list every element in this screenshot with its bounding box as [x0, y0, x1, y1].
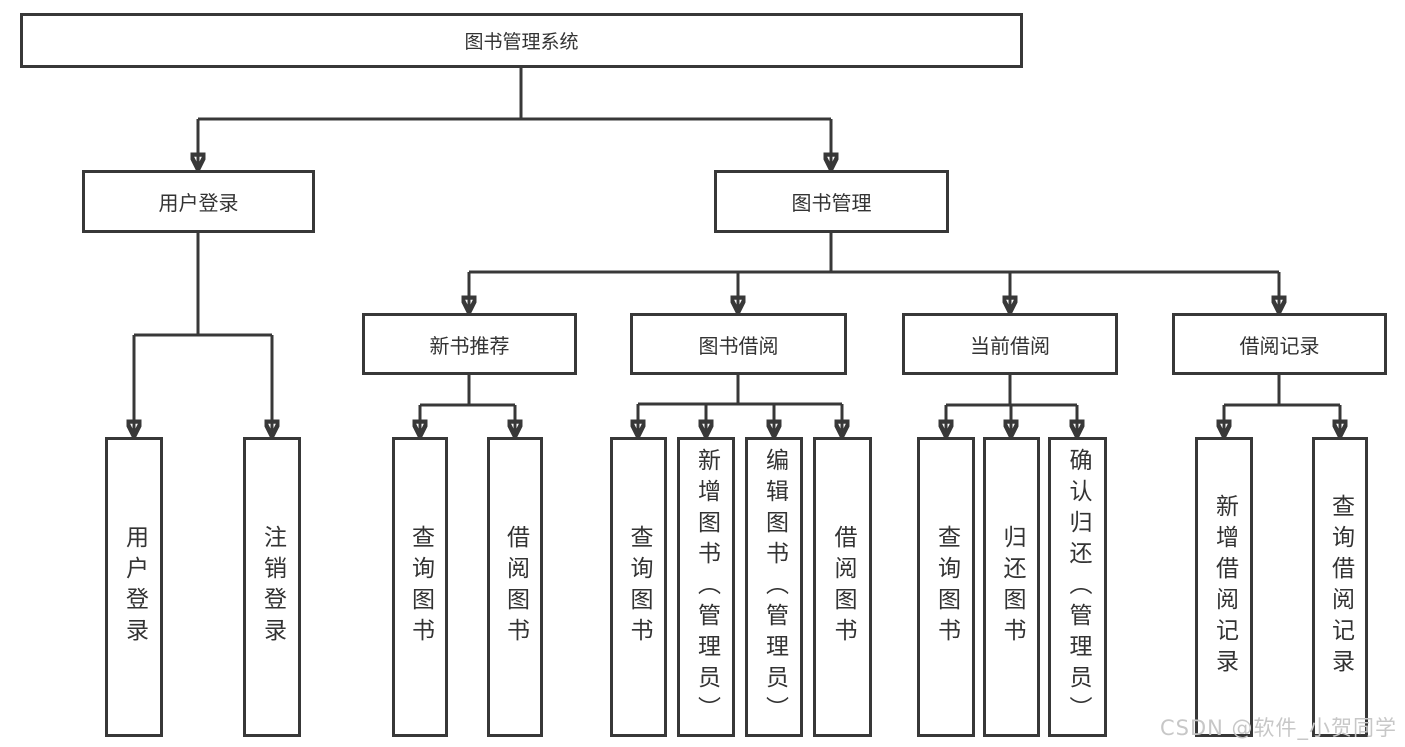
edge-user-login-children	[134, 233, 272, 435]
leaf-logout-label: 注销登录	[259, 525, 286, 649]
leaf-br-add-record: 新增借阅记录	[1195, 437, 1253, 737]
node-user-login-label: 用户登录	[158, 191, 239, 215]
node-book-management-label: 图书管理	[791, 191, 872, 215]
leaf-br-query-record-label: 查询借阅记录	[1327, 494, 1354, 680]
edge-borrow-records-children	[1224, 375, 1340, 435]
leaf-cb-confirm-return-admin-label: 确认归还（管理员）	[1065, 447, 1091, 727]
leaf-cb-query-books-label: 查询图书	[933, 525, 960, 649]
node-root-label: 图书管理系统	[464, 31, 579, 53]
leaf-cb-confirm-return-admin: 确认归还（管理员）	[1048, 437, 1107, 737]
leaf-user-login: 用户登录	[105, 437, 163, 737]
leaf-bb-query-books-label: 查询图书	[626, 525, 652, 649]
node-book-borrow: 图书借阅	[630, 313, 847, 375]
leaf-nbr-query-books-label: 查询图书	[407, 525, 434, 649]
node-current-borrow: 当前借阅	[902, 313, 1118, 375]
leaf-cb-return-books: 归还图书	[983, 437, 1040, 737]
leaf-bb-add-books-admin: 新增图书（管理员）	[677, 437, 735, 737]
leaf-bb-borrow-books: 借阅图书	[813, 437, 872, 737]
leaf-logout: 注销登录	[243, 437, 301, 737]
leaf-br-add-record-label: 新增借阅记录	[1211, 494, 1238, 680]
leaf-br-query-record: 查询借阅记录	[1312, 437, 1368, 737]
leaf-bb-query-books: 查询图书	[610, 437, 667, 737]
node-borrow-records: 借阅记录	[1172, 313, 1387, 375]
node-book-management: 图书管理	[714, 170, 949, 233]
watermark: CSDN @软件_小贺同学	[1160, 716, 1398, 740]
leaf-bb-borrow-books-label: 借阅图书	[830, 525, 856, 649]
leaf-cb-query-books: 查询图书	[917, 437, 975, 737]
leaf-user-login-label: 用户登录	[121, 525, 148, 649]
edge-root-to-level2	[198, 68, 831, 168]
edge-book-management-children	[469, 233, 1279, 311]
leaf-cb-return-books-label: 归还图书	[999, 525, 1025, 649]
leaf-nbr-query-books: 查询图书	[392, 437, 448, 737]
leaf-bb-edit-books-admin: 编辑图书（管理员）	[745, 437, 803, 737]
leaf-bb-add-books-admin-label: 新增图书（管理员）	[693, 447, 720, 727]
edge-current-borrow-children	[946, 375, 1077, 435]
leaf-bb-edit-books-admin-label: 编辑图书（管理员）	[761, 447, 788, 727]
node-new-book-recommend-label: 新书推荐	[429, 333, 510, 358]
node-current-borrow-label: 当前借阅	[970, 333, 1050, 358]
edge-new-book-recommend-children	[420, 375, 515, 435]
node-new-book-recommend: 新书推荐	[362, 313, 577, 375]
node-borrow-records-label: 借阅记录	[1239, 333, 1320, 358]
edge-book-borrow-children	[638, 375, 842, 435]
leaf-nbr-borrow-books: 借阅图书	[487, 437, 543, 737]
node-user-login: 用户登录	[82, 170, 315, 233]
leaf-nbr-borrow-books-label: 借阅图书	[502, 525, 529, 649]
node-book-borrow-label: 图书借阅	[698, 333, 779, 358]
node-root: 图书管理系统	[20, 13, 1023, 68]
